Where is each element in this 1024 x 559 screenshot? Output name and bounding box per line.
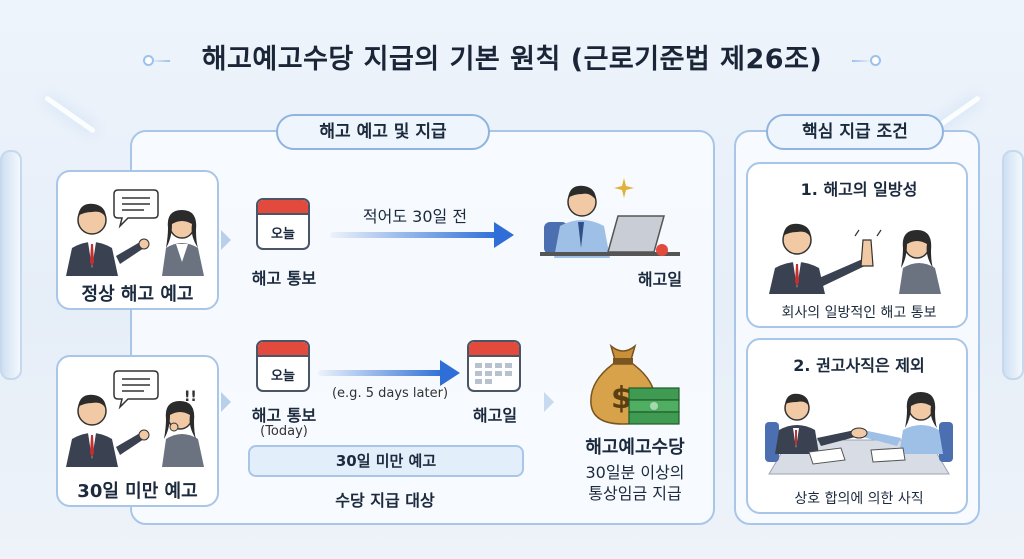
calendar-dismissal-icon [467, 340, 521, 392]
boss-upset-employee-illustration: !! [66, 370, 204, 467]
arrow-right-icon [494, 222, 514, 248]
chevron-right-icon [544, 392, 554, 412]
notice-label-2: 해고 통보 [251, 406, 317, 425]
arrow-right-icon [440, 360, 460, 386]
handshake-agreement-illustration [765, 392, 953, 475]
calendar-today-icon: 오늘 [256, 198, 310, 250]
condition-1-title: 1. 해고의 일방성 [800, 180, 918, 199]
money-bag-icon: $ [590, 343, 680, 425]
notice-sub-today: (Today) [260, 424, 308, 439]
svg-text:!!: !! [184, 389, 197, 405]
left-panel-header: 해고 예고 및 지급 [276, 114, 490, 150]
worker-at-laptop-illustration [540, 178, 680, 258]
dismissal-date-label-2: 해고일 [472, 406, 518, 425]
severance-title: 해고예고수당 [585, 437, 685, 458]
condition-1-caption: 회사의 일방적인 해고 통보 [781, 305, 937, 321]
condition-unilateral-box: 1. 해고의 일방성 회사의 일방적인 해고 통보 [746, 162, 968, 328]
chevron-right-icon [221, 392, 231, 412]
severance-desc-2: 통상임금 지급 [588, 484, 682, 503]
case-short-notice: !! 30일 미만 예고 [56, 355, 219, 507]
calendar-today-icon: 오늘 [256, 340, 310, 392]
right-panel-header: 핵심 지급 조건 [766, 114, 944, 150]
condition-2-title: 2. 권고사직은 제외 [793, 356, 925, 375]
svg-text:$: $ [611, 381, 632, 416]
page-title: 해고예고수당 지급의 기본 원칙 (근로기준법 제26조) [201, 44, 823, 75]
dismissal-date-label-1: 해고일 [637, 270, 683, 289]
notice-label-1: 해고 통보 [251, 269, 317, 288]
case-label-normal: 정상 해고 예고 [81, 284, 194, 305]
boss-talking-illustration [66, 189, 204, 276]
case-normal-notice: 정상 해고 예고 [56, 170, 219, 310]
arrow-label-5days: (e.g. 5 days later) [331, 386, 449, 401]
condition-2-caption: 상호 합의에 의한 사직 [794, 491, 924, 507]
band-caption: 수당 지급 대상 [335, 491, 435, 510]
chevron-right-icon [221, 230, 231, 250]
boss-rejecting-illustration [769, 223, 941, 294]
severance-desc-1: 30일분 이상의 [585, 463, 685, 482]
condition-mutual-box: 2. 권고사직은 제외 상호 합의에 의한 사직 [746, 338, 968, 514]
case-label-short: 30일 미만 예고 [77, 481, 198, 502]
short-notice-band: 30일 미만 예고 [248, 445, 524, 477]
arrow-label-30days: 적어도 30일 전 [362, 207, 468, 226]
